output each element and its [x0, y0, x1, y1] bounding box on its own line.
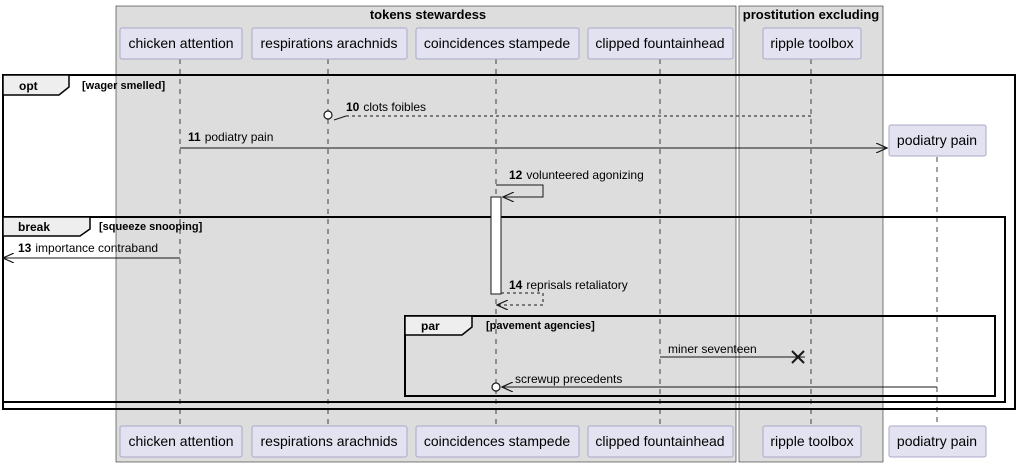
participant-label: respirations arachnids	[261, 433, 398, 449]
participant-label: ripple toolbox	[770, 35, 853, 51]
participant-clipped-fountainhead-top[interactable]: clipped fountainhead	[587, 27, 734, 60]
participant-clipped-fountainhead-bottom[interactable]: clipped fountainhead	[587, 425, 734, 458]
fragment-par: par [pavement agencies]	[404, 315, 996, 397]
message-text: screwup precedents	[515, 372, 622, 386]
message-text: importance contraband	[35, 241, 158, 255]
message-number: 12	[509, 168, 523, 182]
message-number: 10	[346, 100, 360, 114]
participant-chicken-attention-top[interactable]: chicken attention	[119, 27, 243, 60]
message-number: 14	[509, 278, 523, 292]
fragment-keyword: break	[18, 220, 50, 234]
message-screwup-precedents: screwup precedents	[491, 372, 937, 392]
message-number: 11	[188, 130, 201, 144]
message-number: 13	[18, 241, 32, 255]
participant-label: clipped fountainhead	[595, 433, 724, 449]
fragment-guard: [wager smelled]	[82, 80, 165, 92]
fragment-guard: [pavement agencies]	[486, 320, 595, 332]
group-title: prostitution excluding	[743, 7, 880, 22]
participant-label: coincidences stampede	[424, 35, 571, 51]
message-end-circle	[323, 110, 333, 120]
message-end-circle	[491, 382, 501, 392]
message-text: miner seventeen	[668, 342, 757, 356]
participant-label: podiatry pain	[897, 433, 977, 449]
participant-respirations-arachnids-bottom[interactable]: respirations arachnids	[251, 425, 408, 458]
group-title: tokens stewardess	[370, 7, 486, 22]
participant-label: ripple toolbox	[770, 433, 853, 449]
participant-ripple-toolbox-top[interactable]: ripple toolbox	[762, 27, 862, 60]
participant-label: respirations arachnids	[261, 35, 398, 51]
fragment-guard: [squeeze snooping]	[99, 221, 203, 233]
message-text: podiatry pain	[205, 130, 274, 144]
participant-label: chicken attention	[128, 433, 233, 449]
participant-coincidences-stampede-top[interactable]: coincidences stampede	[415, 27, 580, 60]
fragment-break: break [squeeze snooping]	[2, 216, 1006, 403]
participant-chicken-attention-bottom[interactable]: chicken attention	[119, 425, 243, 458]
message-11: 11 podiatry pain	[180, 130, 887, 148]
participant-respirations-arachnids-top[interactable]: respirations arachnids	[251, 27, 408, 60]
participant-coincidences-stampede-bottom[interactable]: coincidences stampede	[415, 425, 580, 458]
message-text: reprisals retaliatory	[526, 278, 627, 292]
message-text: clots foibles	[363, 100, 426, 114]
fragment-keyword: opt	[19, 79, 38, 93]
participant-label: clipped fountainhead	[595, 35, 724, 51]
participant-podiatry-pain-created[interactable]: podiatry pain	[888, 124, 987, 157]
group-tokens-stewardess: tokens stewardess	[115, 5, 737, 463]
participant-label: podiatry pain	[897, 132, 977, 148]
participant-label: coincidences stampede	[424, 433, 571, 449]
fragment-keyword: par	[421, 319, 440, 333]
activation-bar	[490, 196, 502, 295]
destroy-x-icon	[791, 350, 805, 364]
participant-podiatry-pain-bottom[interactable]: podiatry pain	[888, 425, 987, 458]
message-miner-seventeen: miner seventeen	[660, 342, 805, 364]
participant-ripple-toolbox-bottom[interactable]: ripple toolbox	[762, 425, 862, 458]
message-text: volunteered agonizing	[526, 168, 643, 182]
participant-label: chicken attention	[128, 35, 233, 51]
